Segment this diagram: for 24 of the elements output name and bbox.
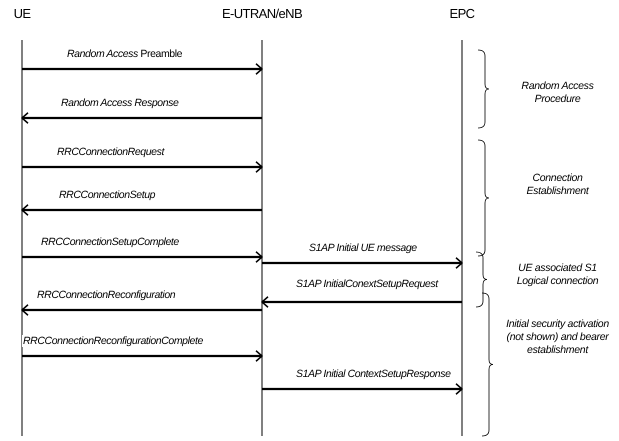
message-arrow <box>262 383 463 395</box>
message-arrow <box>262 257 463 269</box>
message-label: S1AP Initial ContextSetupResponse <box>295 368 452 380</box>
message-label: Random Access Response <box>60 97 180 109</box>
message-arrow <box>22 350 263 362</box>
message-label: RRCConnectionSetupComplete <box>40 236 180 248</box>
message-arrow <box>21 304 262 316</box>
phase-label: Initial security activation (not shown) and bearer establishment <box>505 318 610 357</box>
message-label: S1AP InitialConextSetupRequest <box>295 278 439 290</box>
message-label: S1AP Initial UE message <box>308 242 418 254</box>
message-arrow <box>21 112 262 124</box>
message-arrow <box>21 204 262 216</box>
message-label: RRCConnectionRequest <box>56 146 165 158</box>
message-label: RRCConnectionSetup <box>58 189 156 201</box>
message-arrow <box>261 296 462 308</box>
message-label: RRCConnectionReconfigurationComplete <box>22 335 204 347</box>
message-arrow <box>22 63 263 75</box>
message-label: Random Access Preamble <box>66 48 184 60</box>
message-label: RRCConnectionReconfiguration <box>36 289 176 301</box>
phase-label: UE associated S1 Logical connection <box>516 262 600 288</box>
message-arrow <box>22 251 263 263</box>
phase-label: Random Access Procedure <box>520 80 595 106</box>
phase-label: Connection Establishment <box>525 172 590 198</box>
message-arrow <box>22 161 263 173</box>
